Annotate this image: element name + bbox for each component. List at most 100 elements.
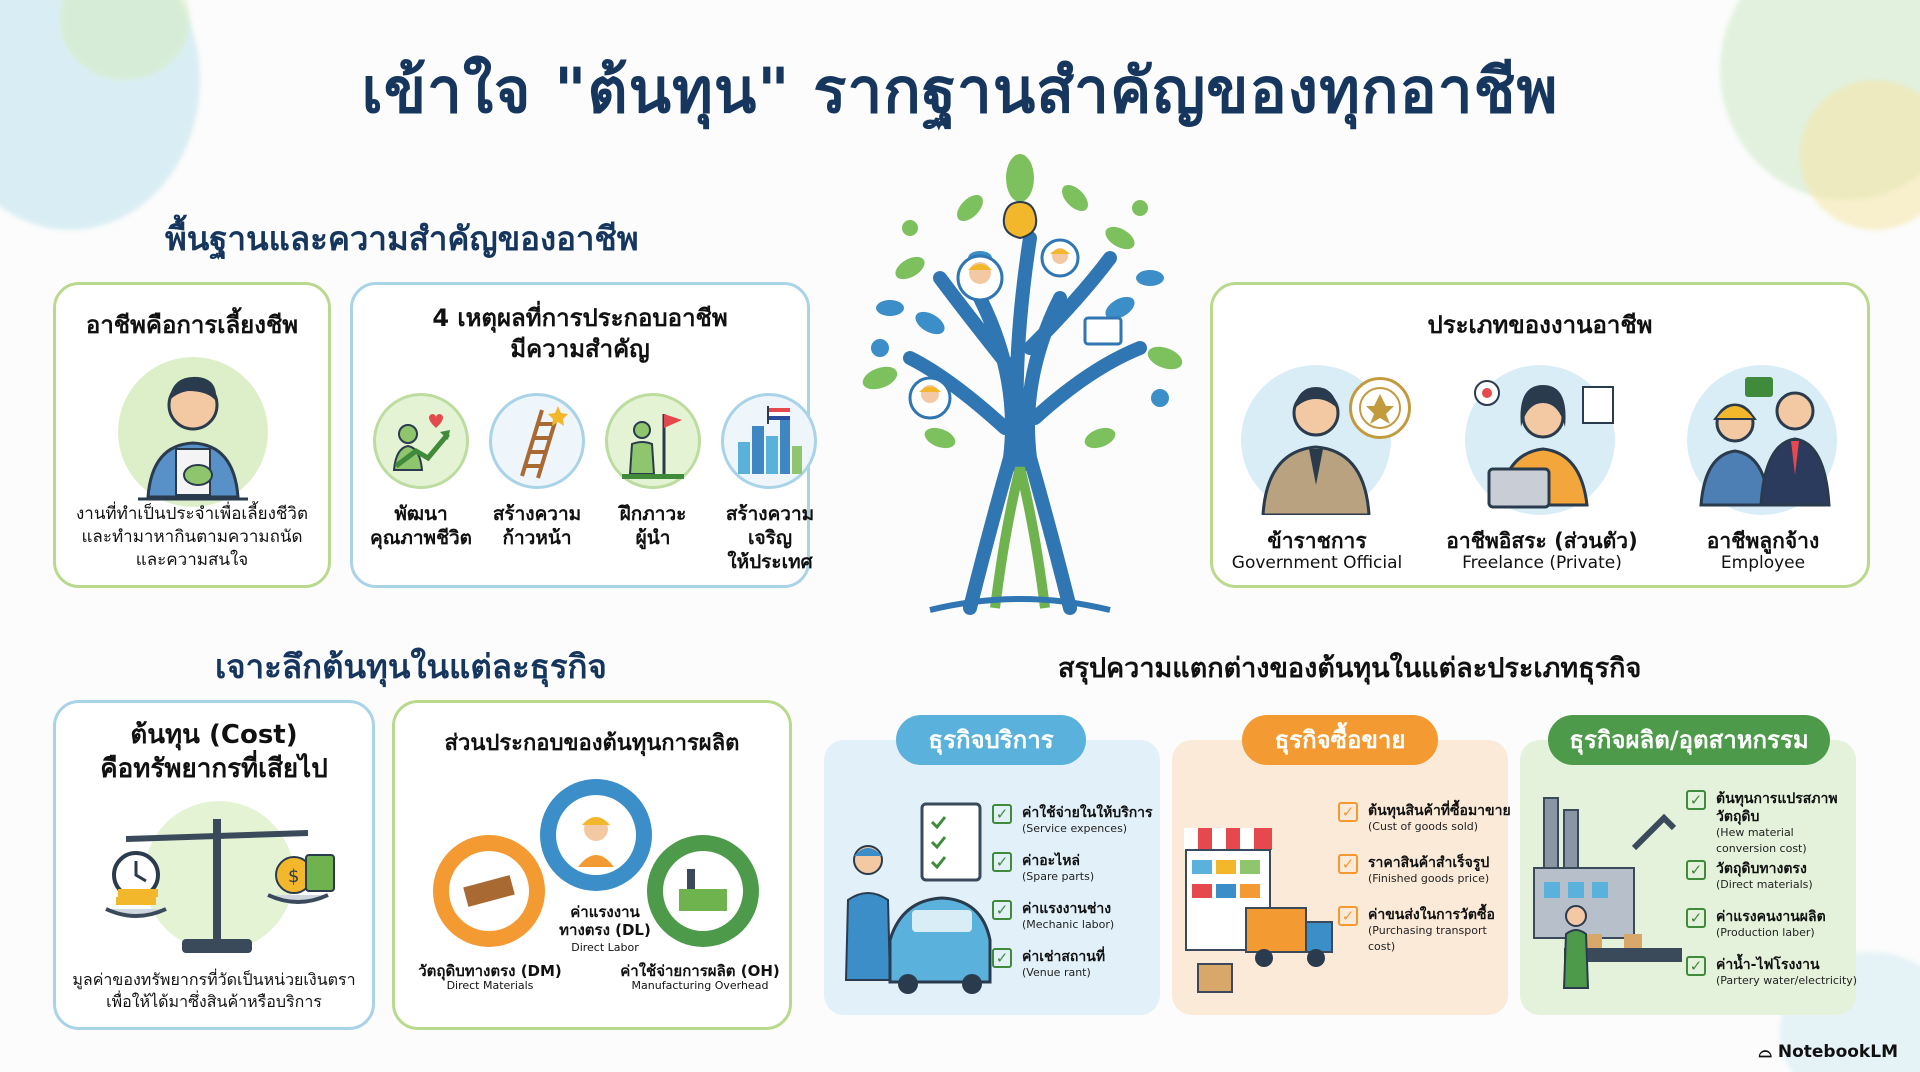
trade-business-label: ธุรกิจซื้อขาย [1242,715,1438,765]
checkbox-icon: ✓ [992,804,1012,824]
livelihood-description: งานที่ทำเป็นประจำเพื่อเลี้ยงชีวิต และทำม… [56,503,328,572]
reasons-title-line: 4 เหตุผลที่การประกอบอาชีพ [432,304,728,332]
factory-illustration [1533,797,1682,989]
notebooklm-logo-icon: ⌓ [1758,1042,1778,1062]
growth-icon [373,393,469,489]
reasons-card: 4 เหตุผลที่การประกอบอาชีพ มีความสำคัญ พั… [350,282,817,588]
notebooklm-brand: ⌓ NotebookLM [1758,1042,1898,1062]
cost-item-label: ค่าขนส่งในการวัตซื้อ [1368,907,1495,923]
manufacturing-business-label: ธุรกิจผลิต/อุตสาหกรรม [1548,715,1830,765]
direct-labor-line: ค่าแรงงาน [570,903,640,921]
cost-item-label: ค่าแรงงานช่าง [1022,901,1112,917]
direct-labor-line: ทางตรง (DL) [559,921,651,939]
gear-manufacturing-overhead [647,835,759,947]
cost-definition-title: ต้นทุน (Cost) คือทรัพยากรที่เสียไป [56,719,372,787]
reason-line: ผู้นำ [635,526,671,549]
cost-item-english: (Production laber) [1716,926,1815,939]
cost-item-label: ค่าอะไหล่ [1022,853,1081,869]
reasons-title: 4 เหตุผลที่การประกอบอาชีพ มีความสำคัญ [353,303,807,365]
cost-item-english: cost) [1368,940,1396,953]
balance-scale-icon: $ [105,819,335,953]
cost-item-english: (Finished goods price) [1368,872,1490,885]
leader-flag-icon [605,393,701,489]
checkbox-icon: ✓ [992,852,1012,872]
employee-illustration [1687,365,1837,515]
mechanic-car-illustration [844,802,992,994]
cost-item-label: วัตถุดิบ [1716,809,1760,825]
job-type-label: อาชีพลูกจ้าง [1706,529,1820,553]
cost-desc-line: มูลค่าของทรัพยากรที่วัดเป็นหน่วยเงินตรา [72,970,356,989]
cost-definition-description: มูลค่าของทรัพยากรที่วัดเป็นหน่วยเงินตรา … [56,969,372,1012]
job-types-title: ประเภทของงานอาชีพ [1427,311,1653,339]
reason-label: ฝึกภาวะผู้นำ [593,503,713,551]
reason-label: พัฒนาคุณภาพชีวิต [361,503,481,551]
job-type-english: Employee [1720,553,1806,573]
reason-line: คุณภาพชีวิต [370,526,472,549]
job-type-english: Government Official [1231,553,1403,573]
cost-item-label: ต้นทุนสินค้าที่ซื้อมาขาย [1368,803,1511,819]
reason-line: สร้างความ [492,503,582,525]
checkbox-icon: ✓ [1686,860,1706,880]
reason-line: พัฒนา [394,503,448,525]
cost-title-line: ต้นทุน (Cost) [130,720,298,750]
career-tree-illustration [820,148,1220,618]
brand-label: NotebookLM [1777,1042,1898,1062]
cost-desc-line: เพื่อให้ได้มาซึ่งสินค้าหรือบริการ [106,991,322,1011]
reason-line: ก้าวหน้า [502,526,572,549]
livelihood-card: อาชีพคือการเลี้ยงชีพ งานที่ทำเป็นประจำเพ… [53,282,331,588]
direct-materials-english: Direct Materials [446,979,534,992]
checkbox-icon: ✓ [1686,790,1706,810]
job-type-label: ข้าราชการ [1267,529,1367,553]
cost-definition-card: ต้นทุน (Cost) คือทรัพยากรที่เสียไป $ มูล… [53,700,375,1030]
cost-item-label: ค่าใช้จ่ายในให้บริการ [1022,805,1153,821]
production-cost-title: ส่วนประกอบของต้นทุนการผลิต [444,731,740,756]
cost-item-english: (Hew material [1716,826,1794,839]
section-title-career-basics: พื้นฐานและความสำคัญของอาชีพ [165,219,639,258]
checkbox-icon: ✓ [992,900,1012,920]
city-icon [721,393,817,489]
cost-item-english: (Direct materials) [1716,878,1813,891]
store-truck-illustration [1184,828,1333,993]
service-business-panel: ✓ค่าใช้จ่ายในให้บริการ(Service expences)… [824,740,1160,1015]
cost-item-label: ค่าเช่าสถานที่ [1022,949,1106,965]
cost-item-label: ราคาสินค้าสำเร็จรูป [1368,855,1490,871]
livelihood-desc-line: งานที่ทำเป็นประจำเพื่อเลี้ยงชีวิต [75,504,309,524]
background-blob [1800,80,1920,230]
cost-item-label: ค่าน้ำ-ไฟโรงงาน [1716,957,1820,973]
reason-line: สร้างความเจริญ [725,503,815,549]
section-title-cost-summary: สรุปความแตกต่างของต้นทุนในแต่ละประเภทธุร… [1058,653,1642,684]
gear-direct-materials [433,835,545,947]
worker-illustration [118,357,268,507]
livelihood-title: อาชีพคือการเลี้ยงชีพ [85,311,299,339]
reason-label: สร้างความก้าวหน้า [477,503,597,551]
page-title: เข้าใจ "ต้นทุน" รากฐานสำคัญของทุกอาชีพ [361,54,1559,127]
reasons-title-line: มีความสำคัญ [510,335,650,364]
job-type-english: Freelance (Private) [1462,553,1622,573]
cost-title-line: คือทรัพยากรที่เสียไป [100,753,328,784]
cost-item-english: (Purchasing transport [1368,924,1487,937]
checkbox-icon: ✓ [1338,802,1358,822]
checkbox-icon: ✓ [1686,956,1706,976]
cost-item-label: ค่าแรงคนงานผลิต [1716,909,1826,925]
production-gears-illustration [433,779,759,947]
overhead-label: ค่าใช้จ่ายการผลิต (OH) [620,962,780,980]
service-business-label: ธุรกิจบริการ [896,715,1086,765]
checkbox-icon: ✓ [1338,854,1358,874]
cost-item-english: (Cust of goods sold) [1368,820,1479,833]
reason-label: สร้างความเจริญให้ประเทศ [705,503,835,574]
svg-text:$: $ [288,866,299,887]
checkbox-icon: ✓ [1338,906,1358,926]
reason-line: ฝึกภาวะ [619,503,687,525]
government-seal-icon [1349,377,1411,439]
cost-item-english: (Venue rant) [1022,966,1091,979]
cost-item-english: conversion cost) [1716,842,1807,855]
direct-materials-label: วัตถุดิบทางตรง (DM) [418,962,562,980]
cost-item-english: (Partery water/electricity) [1716,974,1858,987]
direct-labor-english: Direct Labor [571,941,639,954]
reason-line: ให้ประเทศ [727,550,813,573]
cost-item-english: (Spare parts) [1022,870,1095,883]
checkbox-icon: ✓ [992,948,1012,968]
gear-direct-labor [540,779,652,891]
overhead-english: Manufacturing Overhead [631,979,769,992]
